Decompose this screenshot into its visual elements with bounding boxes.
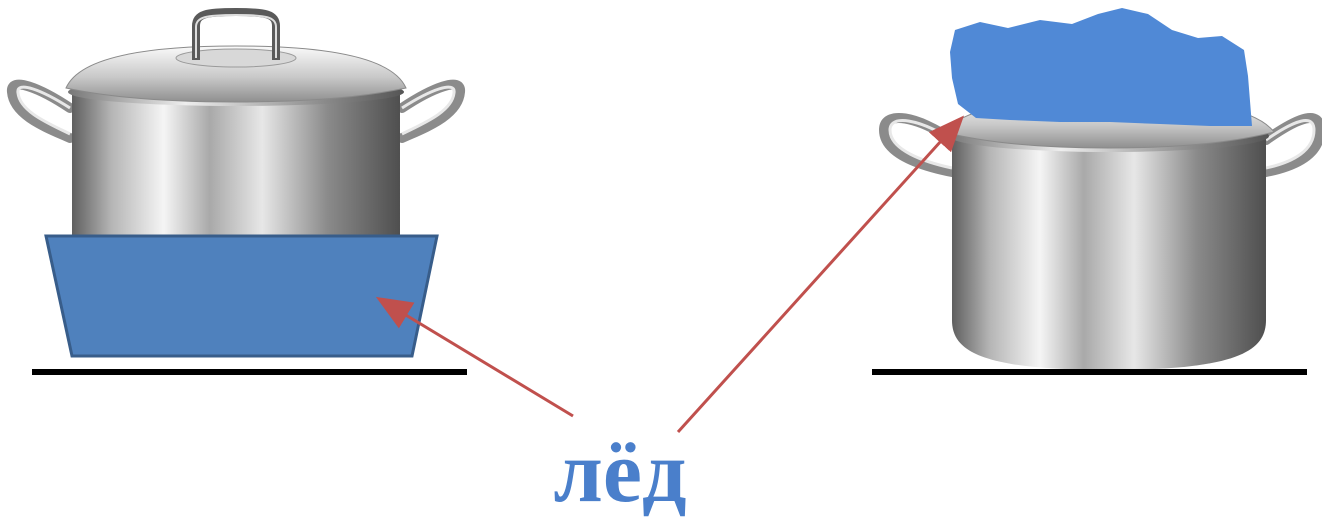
left-pot-lid bbox=[65, 45, 407, 103]
right-pot-handle-right bbox=[1261, 112, 1322, 177]
ice-label: лёд bbox=[553, 424, 687, 521]
left-pot-handle-left-highlight bbox=[16, 85, 71, 136]
ice-chunk bbox=[950, 8, 1252, 126]
left-pot-lid-handle-highlight bbox=[195, 13, 277, 58]
right-pot-handle-left bbox=[878, 112, 957, 177]
arrow-to-ice-chunk bbox=[676, 115, 965, 434]
left-pot-lid-handle bbox=[192, 8, 280, 60]
arrow-to-ice-tray bbox=[375, 296, 574, 418]
right-pot-handle-right-highlight bbox=[1265, 119, 1316, 170]
ice-tray bbox=[44, 234, 439, 358]
right-pot-body bbox=[952, 136, 1266, 370]
right-pot-handle-left-highlight bbox=[888, 119, 953, 170]
left-pot-icon bbox=[7, 8, 465, 236]
right-pot-icon bbox=[878, 95, 1322, 370]
left-pot-lid-knob-base bbox=[175, 48, 297, 68]
left-pot-body bbox=[72, 90, 400, 236]
left-pot-handle-right-highlight bbox=[401, 85, 456, 136]
